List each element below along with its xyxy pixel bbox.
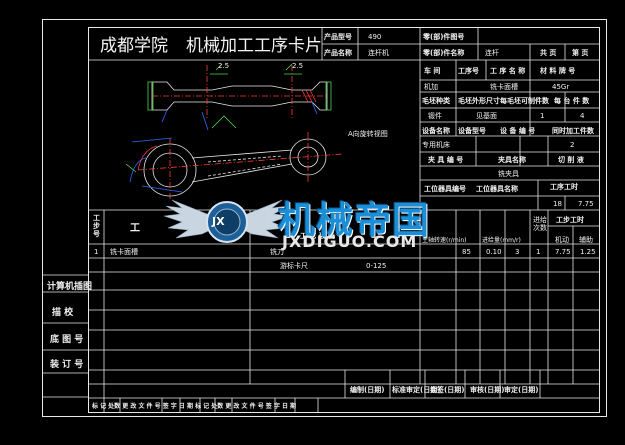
step-1-gauge-range: 0-125	[366, 262, 387, 270]
fixture-no-label: 夹 具 编 号	[428, 156, 464, 164]
school-title: 成都学院	[100, 36, 168, 56]
step-time-header: 工步工时	[556, 216, 584, 224]
step-1-tool: 铣刀	[270, 248, 284, 256]
equip-model-label: 设备型号	[458, 127, 486, 135]
side-label-binding-no: 装 订 号	[50, 360, 84, 370]
product-model-label: 产品型号	[324, 33, 352, 41]
fixture-name-value: 铣夹具	[498, 170, 519, 178]
station-name-label: 工位器具名称	[476, 185, 518, 193]
page-number: 第 页	[572, 49, 589, 57]
footer-proof: 标准审定(日期)	[392, 386, 441, 394]
equip-name-value: 专用机床	[422, 141, 450, 149]
dimension-b: 2.5	[292, 62, 304, 70]
step-content-header: 工	[130, 223, 140, 234]
step-equipment-header: 工 艺 装 备	[300, 232, 336, 240]
step-1-passes: 1	[536, 248, 541, 256]
feed-header: 进给量(mm/r)	[482, 237, 521, 244]
dimension-a: 2.5	[218, 62, 230, 70]
op-name-value: 铣卡面槽	[490, 83, 518, 91]
material-label: 材 料 牌 号	[540, 67, 576, 75]
coolant-label: 切 削 液	[558, 156, 584, 164]
op-time-value-b: 7.75	[578, 200, 594, 208]
step-1-machine-time: 7.75	[555, 248, 571, 256]
equip-name-label: 设备名称	[422, 127, 450, 135]
fixture-name-label: 夹具名称	[498, 156, 526, 164]
aux-time-header: 辅助	[579, 236, 593, 244]
total-pages: 共 页	[540, 49, 557, 57]
watermark-wings-icon	[163, 199, 291, 243]
blank-type-value: 锻件	[428, 112, 442, 120]
blank-count-label: 每毛坯可制件数	[500, 97, 549, 105]
step-no-header: 工步号	[93, 214, 100, 238]
product-model-value: 490	[368, 33, 382, 41]
connecting-rod-drawing	[125, 63, 343, 200]
op-name-label: 工 序 名 称	[490, 67, 526, 75]
op-time-value-a: 18	[553, 200, 562, 208]
op-time-label: 工序工时	[550, 183, 578, 191]
part-name-value: 连杆	[485, 49, 499, 57]
step-1-rpm: 85	[462, 248, 471, 256]
machine-time-header: 机动	[555, 236, 569, 244]
simultaneous-label: 同时加工件数	[552, 127, 594, 135]
passes-header: 进给次数	[533, 216, 547, 232]
blank-type-label: 毛坯种类	[422, 97, 450, 105]
footer-approve: 审定(日期)	[504, 386, 539, 394]
footer-revision-row: 标 记 处数 更 改 文 件 号 签 字 日 期 标 记 处数 更 改 文 件 …	[92, 403, 297, 410]
watermark-url: JXDIGUO.COM	[282, 232, 418, 251]
step-1-content: 铣卡面槽	[110, 248, 138, 256]
side-label-trace-check: 描 校	[52, 308, 74, 318]
part-drawing-label: 零(部)件图号	[423, 33, 465, 41]
blank-size-value: 见基面	[476, 112, 497, 120]
sheet-outer-frame	[42, 19, 607, 417]
blank-count-value: 1	[540, 112, 545, 120]
side-label-base-drawing-no: 底 图 号	[50, 335, 84, 345]
product-name-label: 产品名称	[324, 49, 352, 57]
side-label-computer-drawing: 计算机插图	[47, 282, 93, 292]
footer-design: 编制(日期)	[350, 386, 385, 394]
per-unit-value: 4	[580, 112, 585, 120]
sheet-inner-frame	[88, 27, 600, 413]
product-name-value: 连杆机	[368, 49, 389, 57]
material-value: 45Gr	[552, 83, 570, 91]
step-1-aux-time: 1.25	[580, 248, 596, 256]
part-name-label: 零(部)件名称	[423, 49, 465, 57]
step-1-feed: 0.10	[486, 248, 502, 256]
step-1-no: 1	[94, 248, 99, 256]
simultaneous-value: 2	[570, 141, 575, 149]
footer-audit: 审核(日期)	[470, 386, 505, 394]
footer-review: 会签(日期)	[430, 386, 465, 394]
step-1-depth: 3	[515, 248, 520, 256]
equip-no-label: 设 备 编 号	[500, 127, 536, 135]
workshop-label: 车 间	[424, 67, 441, 75]
per-unit-label: 每 台 件 数	[554, 97, 590, 105]
op-no-label: 工序号	[458, 67, 479, 75]
view-a-label: A向旋转视图	[348, 130, 388, 138]
document-title: 机械加工工序卡片	[186, 36, 322, 56]
workshop-value: 机加	[424, 83, 438, 91]
watermark-logo-letters: JX	[212, 215, 225, 228]
watermark-brand: 机械帝国	[278, 199, 430, 242]
station-no-label: 工位器具编号	[424, 185, 466, 193]
spindle-speed-header: 主轴转速(r/min)	[422, 237, 467, 244]
blank-size-label: 毛坯外形尺寸	[458, 97, 500, 105]
step-1-gauge: 游标卡尺	[280, 262, 308, 270]
